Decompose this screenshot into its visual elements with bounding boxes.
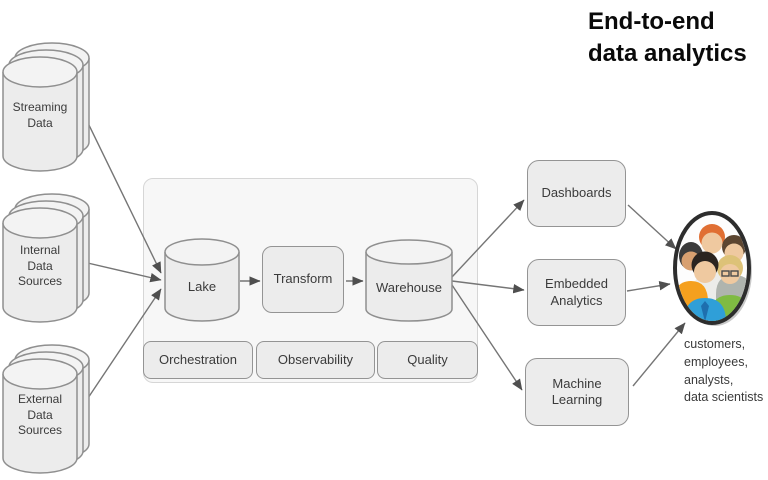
- output-machine-learning: Machine Learning: [525, 358, 629, 426]
- source-streaming-data: Streaming Data: [2, 42, 91, 172]
- node-label: Lake: [187, 279, 217, 294]
- node-lake: Lake: [164, 238, 240, 323]
- node-warehouse: Warehouse: [365, 239, 453, 323]
- cylinder-icon: [164, 238, 240, 322]
- foundation-label: Orchestration: [158, 351, 238, 367]
- output-dashboards: Dashboards: [527, 160, 626, 227]
- cylinder-icon: [365, 239, 453, 322]
- foundation-quality: Quality: [377, 341, 478, 379]
- source-external-data: External Data Sources: [2, 344, 91, 474]
- source-label: External Data Sources: [17, 392, 63, 438]
- source-label: Streaming Data: [12, 100, 68, 130]
- arrow-embedded-to-users: [626, 281, 671, 292]
- source-label: Internal Data Sources: [17, 243, 63, 289]
- arrow-dashboards-to-users: [627, 204, 677, 250]
- foundation-label: Quality: [407, 351, 448, 367]
- foundation-orchestration: Orchestration: [143, 341, 253, 379]
- output-label: Machine Learning: [551, 375, 603, 407]
- consumers-caption: customers, employees, analysts, data sci…: [684, 337, 764, 405]
- arrow-ml-to-users: [632, 322, 686, 387]
- foundation-label: Observability: [277, 351, 354, 367]
- output-label: Embedded Analytics: [545, 276, 608, 308]
- output-label: Dashboards: [541, 185, 612, 201]
- node-transform: Transform: [262, 246, 344, 313]
- people-avatar-group-icon: [673, 211, 752, 326]
- consumers-group: [672, 210, 754, 330]
- foundation-observability: Observability: [256, 341, 375, 379]
- output-embedded-analytics: Embedded Analytics: [527, 259, 626, 326]
- node-label: Warehouse: [376, 279, 442, 295]
- page-title: End-to-end data analytics: [588, 8, 747, 67]
- node-label: Transform: [273, 271, 333, 287]
- source-internal-data: Internal Data Sources: [2, 193, 91, 323]
